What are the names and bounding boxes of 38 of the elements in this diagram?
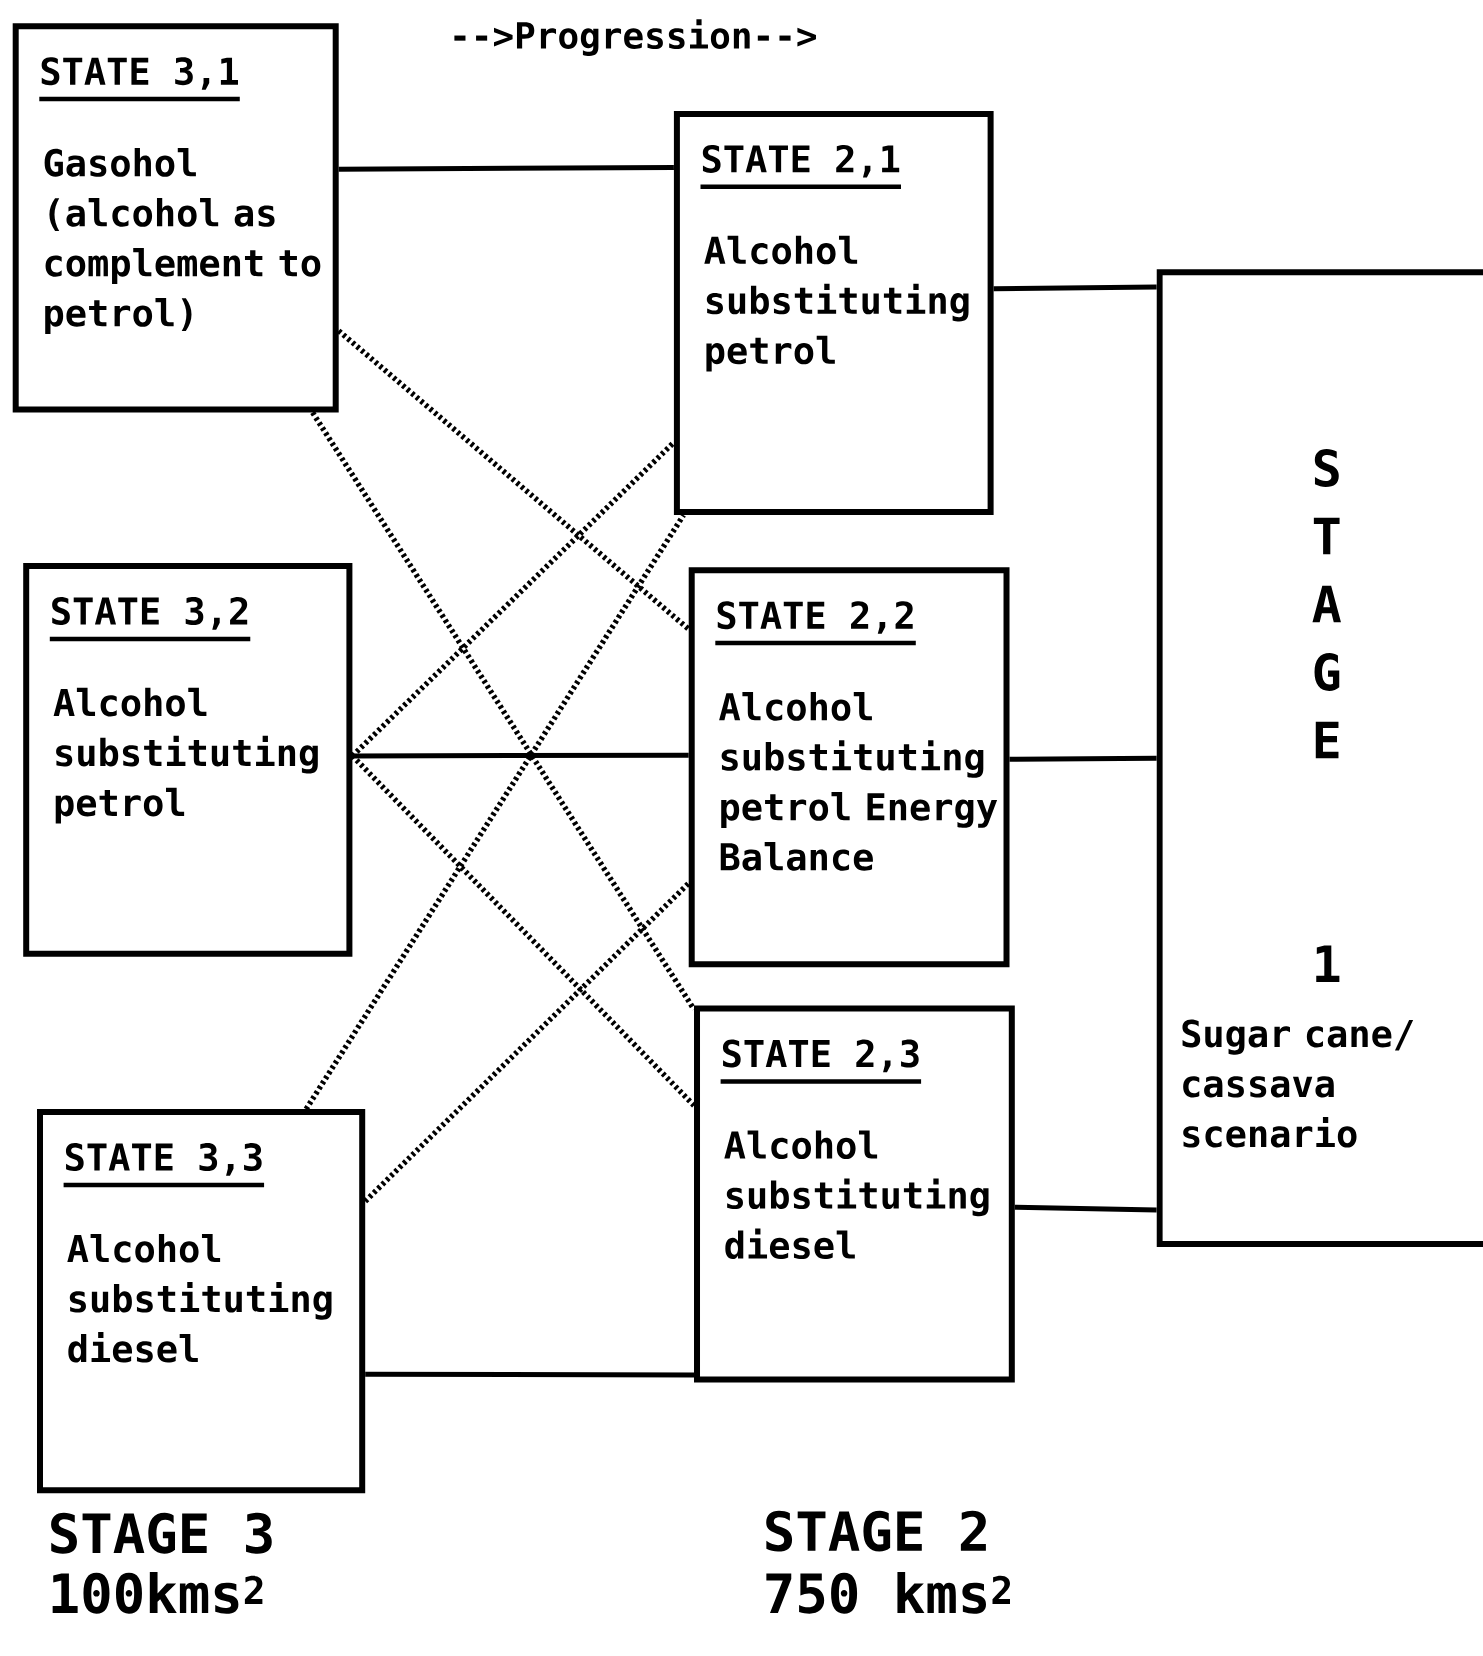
connector-line [336, 328, 691, 632]
state-heading: STATE 3,3 [63, 1143, 265, 1188]
state-box [694, 1005, 1015, 1383]
connector-line [365, 1371, 694, 1378]
state-box [688, 567, 1010, 968]
connector-line [303, 513, 686, 1111]
state-description: Alcohol substituting petrol [53, 687, 318, 824]
vertical-stage-title: STAGE [1312, 449, 1341, 759]
connector-line [993, 284, 1157, 292]
stage-box [1156, 269, 1483, 1248]
connector-line [350, 440, 676, 758]
connector-line [338, 165, 674, 172]
state-description: Alcohol substituting diesel [67, 1233, 332, 1363]
state-box [12, 23, 339, 413]
state-heading: STATE 2,3 [720, 1039, 922, 1084]
state-heading: STATE 3,1 [39, 57, 240, 102]
stage-label: 750 kms$^{2}$ [766, 1571, 1010, 1614]
connector-line [363, 881, 691, 1204]
connector-line [350, 754, 696, 1108]
state-description: Alcohol substituting petrol Energy Balance [719, 692, 998, 871]
stage-number: 1 [1316, 945, 1340, 983]
state-description: Alcohol substituting petrol [704, 235, 969, 372]
state-box [37, 1109, 366, 1494]
stage-label: 100kms$^{2}$ [52, 1571, 263, 1614]
state-description: Alcohol substituting diesel [724, 1130, 989, 1260]
progression-label: -->Progression--> [454, 19, 816, 56]
state-box [23, 563, 353, 957]
connector-line [352, 752, 689, 759]
state-heading: STATE 3,2 [49, 597, 251, 642]
connector-line [310, 411, 697, 1011]
state-heading: STATE 2,2 [715, 601, 916, 646]
state-box [673, 110, 994, 516]
connector-line [1014, 1204, 1157, 1213]
connector-line [1009, 755, 1157, 762]
stage-label: STAGE 2 [766, 1510, 986, 1552]
state-heading: STATE 2,1 [700, 144, 901, 190]
stage-description: Sugar cane/ cassava scenario [1182, 1019, 1414, 1148]
state-description: Gasohol (alcohol as complement to petrol) [44, 148, 321, 334]
